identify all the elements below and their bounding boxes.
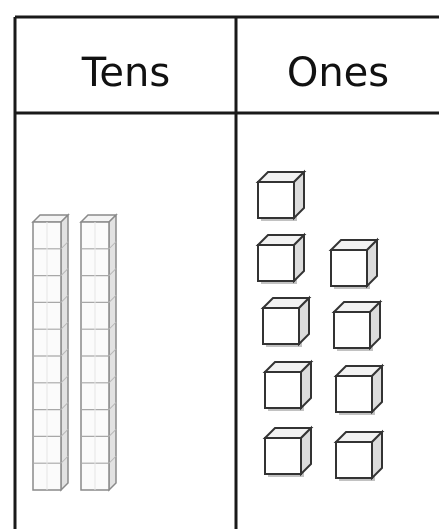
ten-rod-icon bbox=[81, 215, 116, 490]
unit-cube-icon bbox=[258, 172, 304, 221]
unit-cube-icon bbox=[336, 432, 382, 481]
ten-rod-icon bbox=[33, 215, 68, 490]
tens-blocks bbox=[33, 215, 116, 490]
unit-cube-icon bbox=[265, 362, 311, 411]
ones-blocks bbox=[258, 172, 382, 481]
unit-cube-icon bbox=[336, 366, 382, 415]
unit-cube-icon bbox=[263, 298, 309, 347]
unit-cube-icon bbox=[334, 302, 380, 351]
unit-cube-icon bbox=[265, 428, 311, 477]
unit-cube-icon bbox=[331, 240, 377, 289]
unit-cube-icon bbox=[258, 235, 304, 284]
tens-header: Tens bbox=[81, 50, 170, 96]
ones-header: Ones bbox=[287, 50, 389, 96]
